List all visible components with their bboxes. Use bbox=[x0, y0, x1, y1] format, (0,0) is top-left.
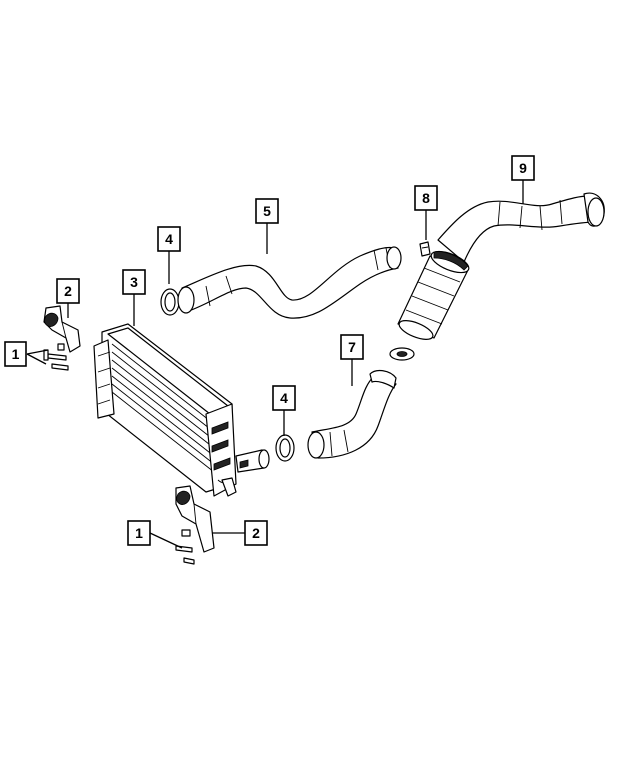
charge-air-hose-lower bbox=[307, 369, 397, 459]
lower-mounting-bracket bbox=[175, 485, 215, 553]
callout-1-upper: 1 bbox=[4, 341, 27, 367]
svg-text:4: 4 bbox=[165, 231, 173, 247]
svg-text:9: 9 bbox=[519, 160, 527, 176]
svg-text:4: 4 bbox=[280, 390, 288, 406]
callout-7: 7 bbox=[340, 334, 364, 360]
svg-text:7: 7 bbox=[348, 339, 356, 355]
callout-4-lower: 4 bbox=[272, 385, 296, 411]
callout-2-upper: 2 bbox=[56, 278, 80, 304]
callout-9: 9 bbox=[511, 155, 535, 181]
callout-3: 3 bbox=[122, 269, 146, 295]
air-inlet-duct bbox=[397, 192, 605, 340]
callout-2-lower: 2 bbox=[244, 520, 268, 546]
svg-text:8: 8 bbox=[422, 190, 430, 206]
svg-text:2: 2 bbox=[64, 283, 72, 299]
upper-clamp-ring bbox=[160, 288, 180, 316]
svg-text:2: 2 bbox=[252, 525, 260, 541]
lower-clamp-ring bbox=[275, 434, 295, 462]
callout-4-upper: 4 bbox=[157, 226, 181, 252]
svg-text:5: 5 bbox=[263, 203, 271, 219]
svg-text:1: 1 bbox=[12, 346, 20, 362]
nut-fitting bbox=[419, 241, 431, 257]
svg-text:3: 3 bbox=[130, 274, 138, 290]
o-ring-seal bbox=[389, 347, 415, 361]
lower-bolts bbox=[175, 529, 195, 565]
callout-8: 8 bbox=[414, 185, 438, 211]
callout-5: 5 bbox=[255, 198, 279, 224]
leader-lines bbox=[26, 180, 524, 549]
svg-text:1: 1 bbox=[135, 525, 143, 541]
charge-air-hose-upper bbox=[177, 246, 402, 319]
upper-mounting-bracket bbox=[43, 305, 81, 353]
upper-bolts bbox=[43, 343, 69, 371]
intercooler bbox=[93, 323, 270, 497]
callout-1-lower: 1 bbox=[127, 520, 151, 546]
